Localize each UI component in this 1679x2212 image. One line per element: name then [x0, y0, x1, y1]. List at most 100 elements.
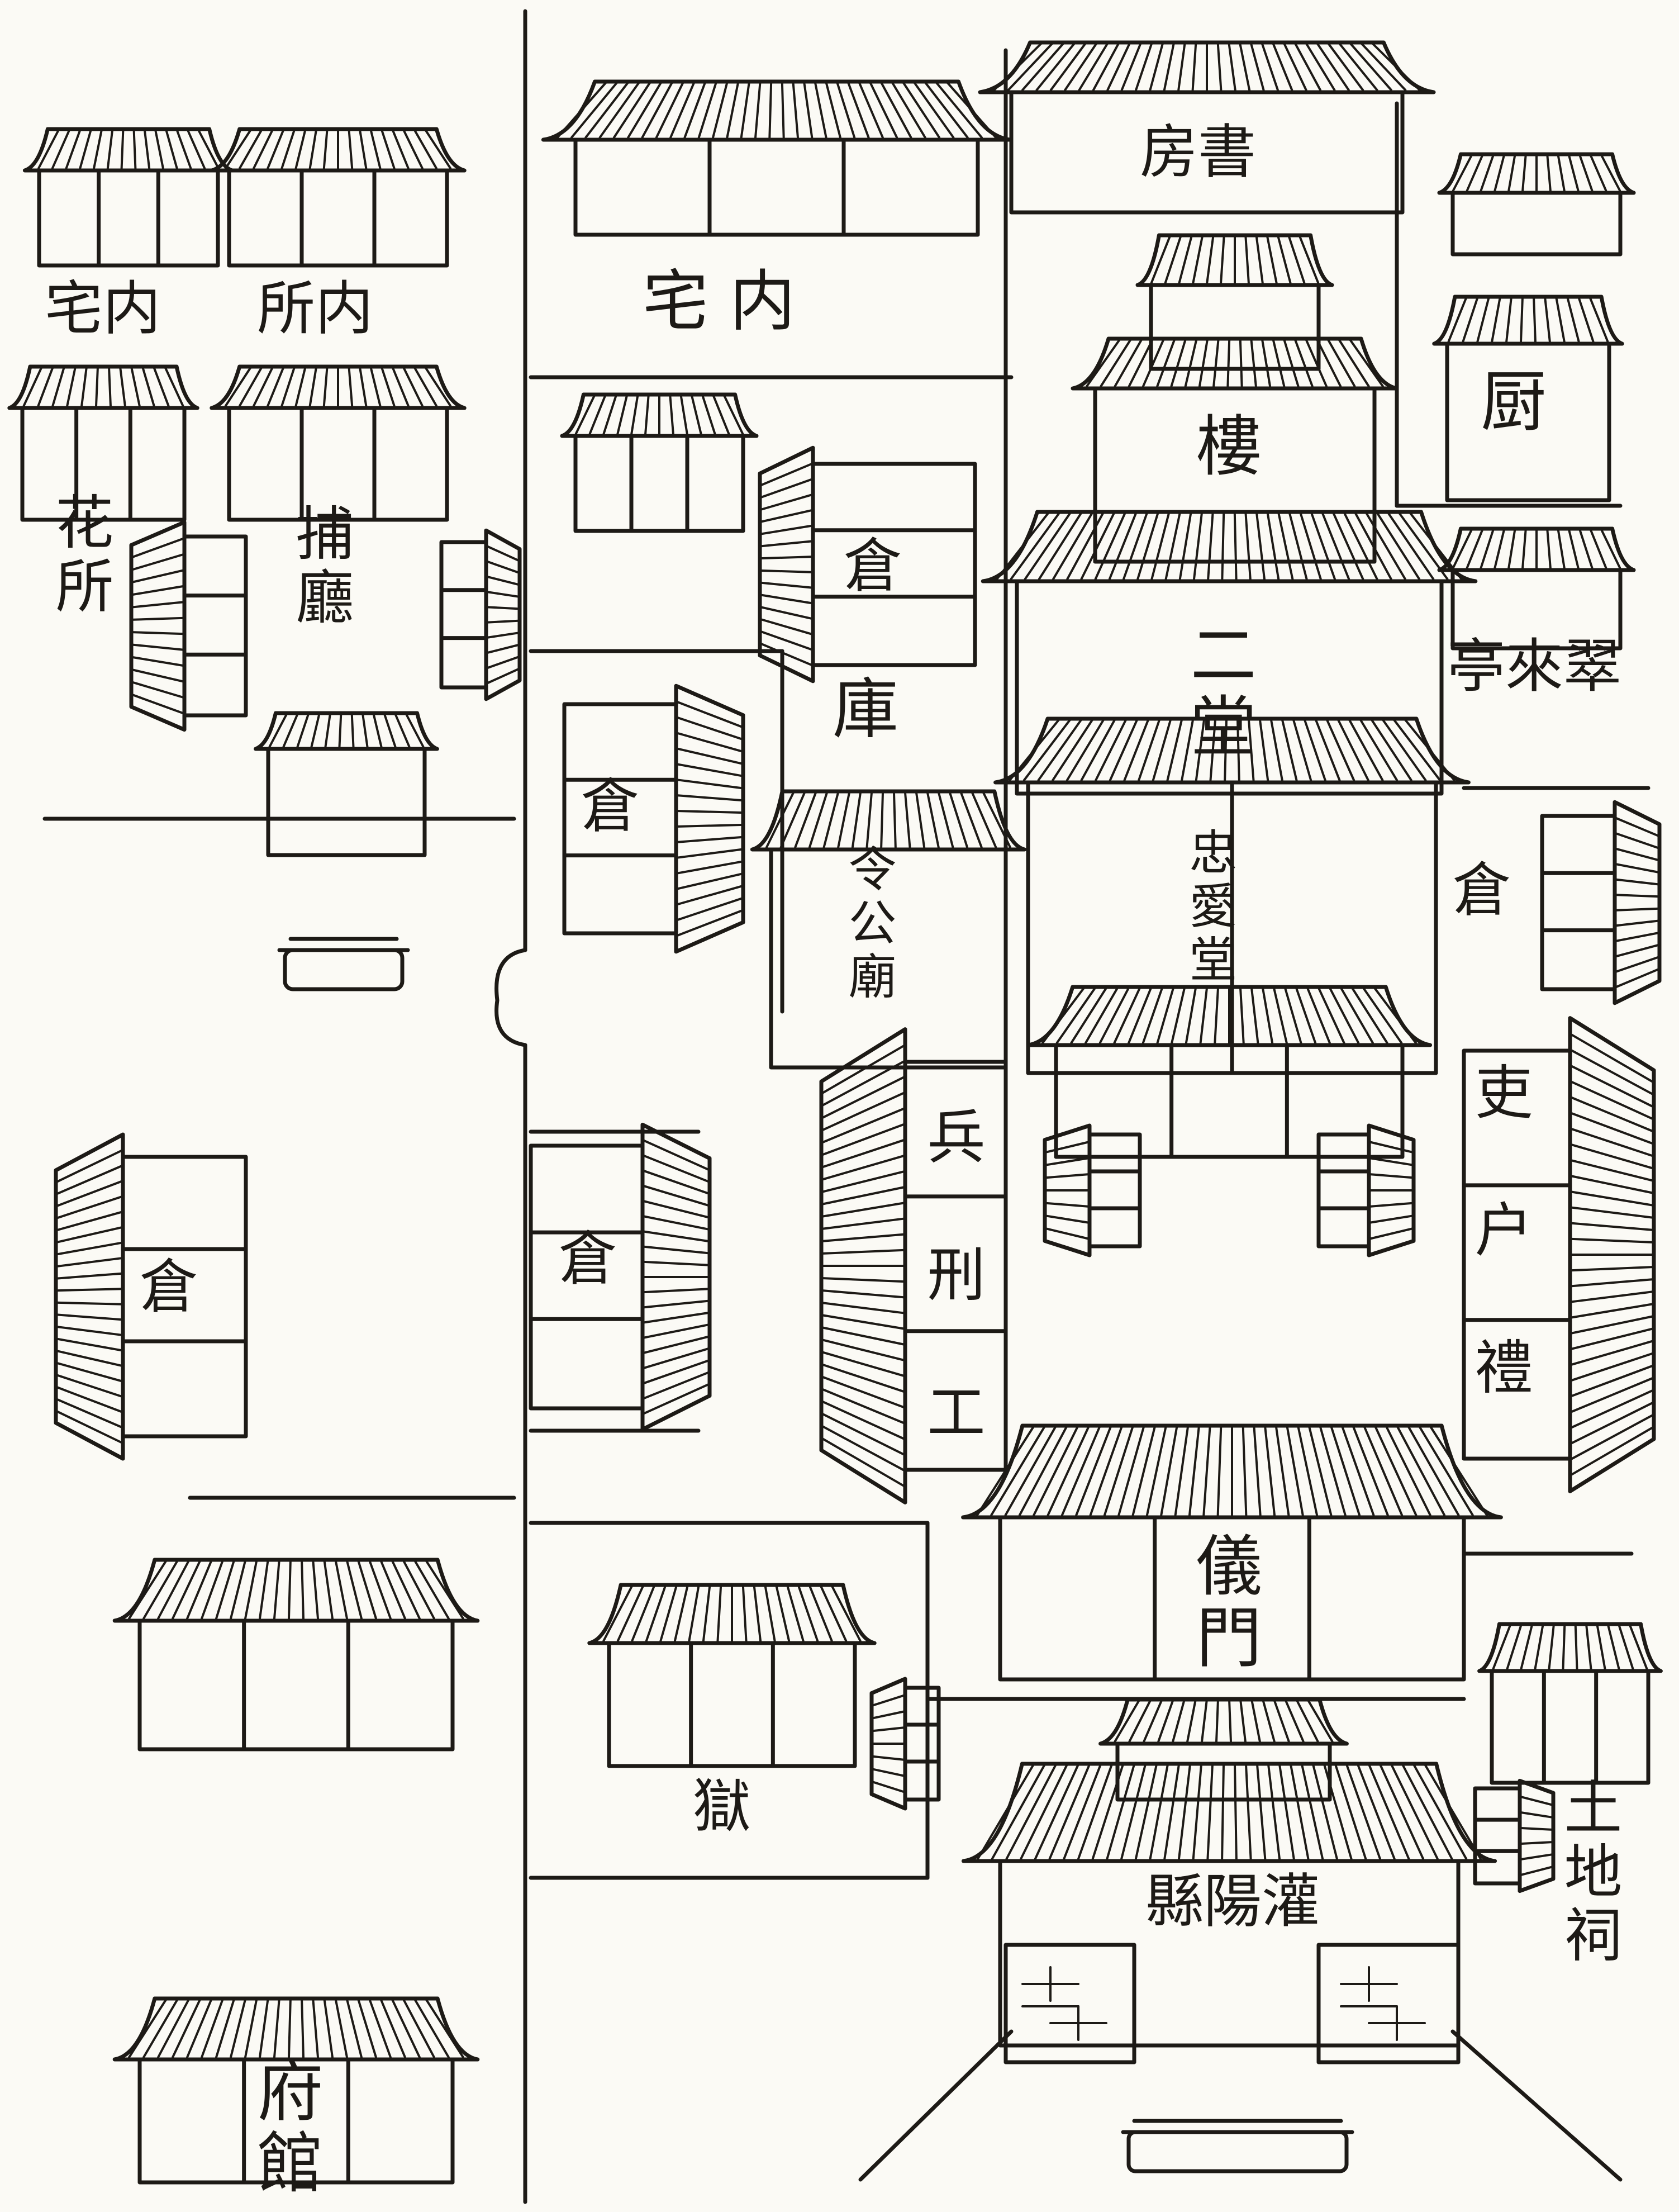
roof-tile [130, 569, 186, 584]
roof-tile [820, 1043, 906, 1095]
label-garden-office: 花所 [45, 492, 113, 619]
roof-tile [1277, 235, 1292, 284]
roof-tile [1368, 1157, 1415, 1166]
roof-tile [55, 1256, 124, 1268]
roof-tile [641, 82, 673, 139]
roof-tile [675, 700, 744, 729]
roof-tile [675, 848, 744, 859]
roof-tile [820, 1276, 906, 1283]
roof-tile [641, 1199, 711, 1219]
roof-tile [820, 1313, 906, 1330]
roof-tile [1319, 1426, 1347, 1516]
roof-tile [308, 367, 317, 407]
roof-tile [1136, 512, 1159, 580]
roof-tile [1075, 1426, 1112, 1516]
roof-tile [1063, 1764, 1102, 1860]
roof-tile [759, 569, 814, 573]
roof-tile [1078, 42, 1109, 91]
roof-tile [1113, 987, 1141, 1044]
roof-tile [1193, 512, 1203, 580]
roof-tile [322, 129, 329, 169]
granary-mid-building [562, 683, 745, 954]
roof-tile [1283, 339, 1300, 387]
building-body [1450, 568, 1623, 651]
roof-tile [253, 129, 274, 169]
roof-tile [820, 1338, 906, 1362]
roof-tile [1585, 1624, 1592, 1670]
roof-tile [1519, 1811, 1554, 1819]
roof-tile [1100, 339, 1132, 387]
roof-tile [1041, 987, 1085, 1044]
roof-tile [130, 367, 141, 407]
zhongai-front-porch [1026, 985, 1433, 1159]
roof-tile [1234, 1764, 1238, 1860]
roof-tile [485, 655, 521, 670]
roof-tile [641, 1311, 711, 1324]
roof-tile [1044, 1157, 1091, 1166]
roof-tile [308, 129, 317, 169]
roof-tile [675, 860, 744, 875]
west-lower-building [112, 1558, 480, 1751]
label-study: 房書 [1140, 118, 1257, 186]
roof-tile [669, 395, 674, 435]
roof-tile [424, 129, 452, 169]
roof-tile [723, 395, 744, 435]
roof-tile [1044, 1173, 1091, 1179]
roof-tile [820, 1122, 906, 1157]
roof-tile [759, 630, 814, 652]
roof-tile [130, 537, 186, 559]
roof-tile [380, 129, 396, 169]
roof-tile [825, 82, 841, 139]
roof-tile [413, 129, 437, 169]
roof-tile [1114, 1700, 1140, 1743]
roof-tile [1117, 1426, 1145, 1516]
roof-tile [1228, 42, 1236, 91]
granary-west-building [54, 1132, 248, 1461]
roof-tile [1569, 1425, 1655, 1477]
roof-tile [627, 82, 662, 139]
roof-tile [1307, 1700, 1334, 1743]
roof-tile [119, 367, 126, 407]
roof-tile [820, 1138, 906, 1169]
roof-tile [820, 1585, 848, 1642]
roof-tile [1170, 339, 1187, 387]
roof-tile [570, 82, 619, 139]
roof-tile [1128, 1700, 1152, 1743]
roof-tile [641, 1370, 711, 1401]
roof-tile [55, 1164, 124, 1196]
roof-tile [157, 1999, 190, 2058]
roof-tile [1044, 1227, 1091, 1240]
roof-tile [1164, 235, 1182, 284]
roof-tile [1228, 1700, 1232, 1743]
roof [1098, 1697, 1349, 1746]
roof-tile [645, 1585, 667, 1642]
roof-tile [55, 1272, 124, 1280]
roof-tile [37, 129, 60, 169]
roof-tile [675, 716, 744, 741]
side-roof [674, 683, 745, 954]
roof-tile [1214, 987, 1219, 1044]
roof-tile [1327, 42, 1364, 91]
roof-tile [1226, 339, 1231, 387]
roof-tile [267, 367, 285, 407]
roof-tile [1250, 42, 1265, 91]
roof-tile [1095, 719, 1128, 781]
roof-tile [641, 1154, 711, 1184]
roof-tile [51, 367, 65, 407]
roof-tile [1202, 1426, 1211, 1516]
roof-tile [675, 884, 744, 906]
roof-tile [55, 1361, 124, 1383]
roof-tile [402, 367, 424, 407]
roof-tile [1250, 339, 1257, 387]
roof-tile [391, 1560, 421, 1620]
roof-tile [1239, 1700, 1247, 1743]
roof-tile [803, 82, 814, 139]
roof-tile [1142, 339, 1165, 387]
roof-tile [1266, 235, 1278, 284]
roof-tile [1569, 1413, 1655, 1461]
roof-tile [348, 367, 354, 407]
roof-tile [1569, 1302, 1655, 1319]
roof-tile [1374, 1426, 1418, 1516]
roof-tile [641, 1335, 711, 1355]
label-inner-residence-west: 宅内 [45, 274, 161, 343]
